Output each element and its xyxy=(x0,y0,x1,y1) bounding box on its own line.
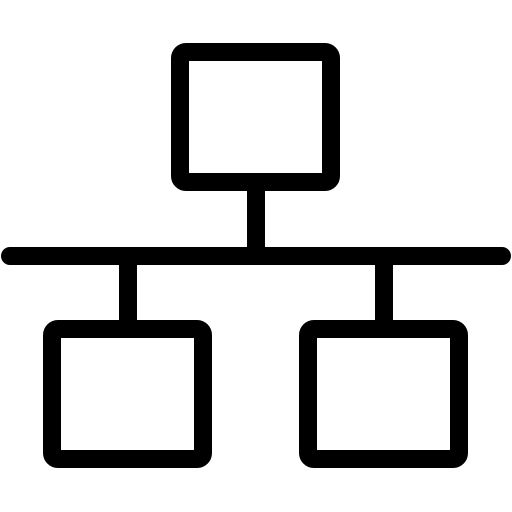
bottom-right-node-box xyxy=(299,320,468,468)
top-node-box xyxy=(171,43,340,191)
bottom-left-node-box xyxy=(43,320,212,468)
